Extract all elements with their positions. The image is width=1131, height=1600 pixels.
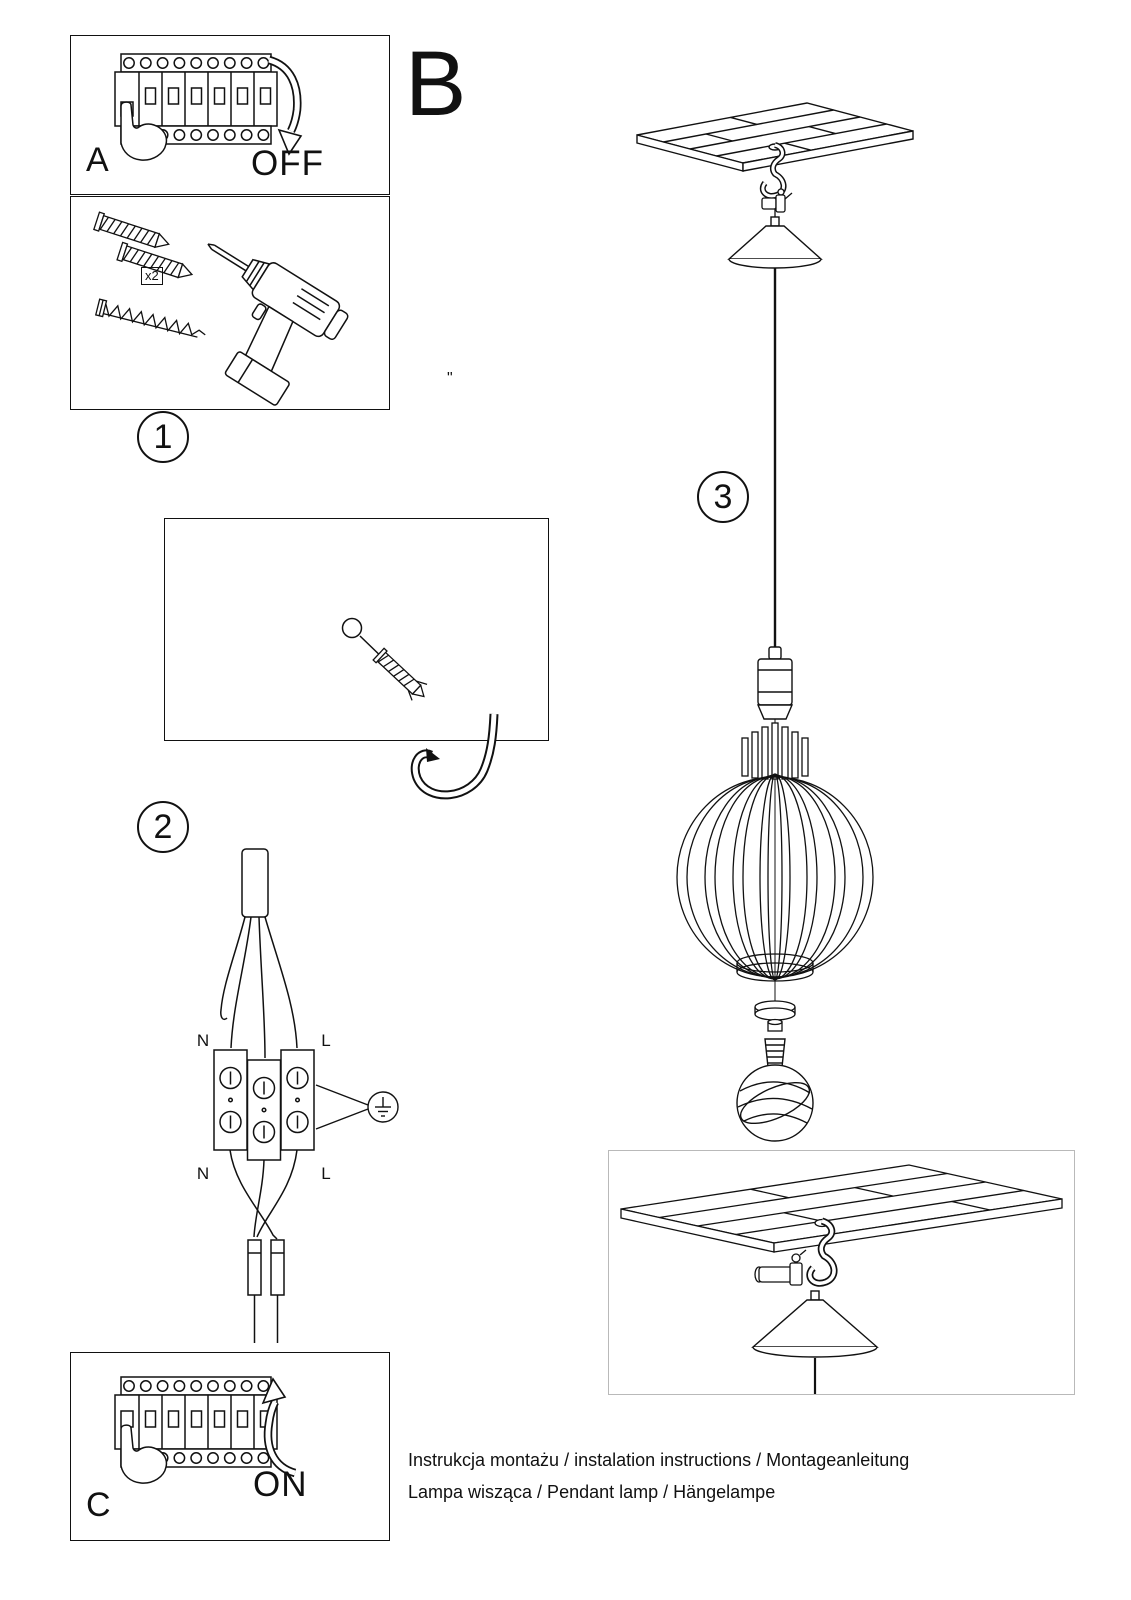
power-on-label: ON: [253, 1465, 308, 1504]
step-1-number: 1: [153, 417, 173, 456]
ceiling-detail-panel: [608, 1150, 1075, 1395]
ceiling-canopy-icon: [727, 216, 823, 269]
step-b-label: B: [405, 33, 467, 135]
cable-icon: [241, 848, 269, 918]
pendant-lamp-exploded-view: [636, 102, 914, 1142]
footer-line-instructions: Instrukcja montażu / instalation instruc…: [408, 1450, 910, 1470]
ceiling-panel-icon: [620, 1164, 1063, 1253]
terminal-block-icon: [213, 1049, 315, 1161]
circuit-breaker-on-illustration: [114, 1376, 278, 1484]
decorative-bulb-icon: [736, 1038, 814, 1142]
step-2-badge: 2: [137, 801, 189, 853]
ceiling-detail-illustration: [620, 1164, 1063, 1394]
wooden-cage-shade-icon: [676, 722, 874, 982]
ground-symbol-icon: [315, 1084, 399, 1130]
step-1-badge: 1: [137, 411, 189, 463]
ceiling-hook-icon: [806, 1217, 838, 1287]
drill-icon: [207, 243, 349, 406]
circuit-breaker-off-illustration: [114, 53, 278, 161]
step-2-number: 2: [153, 807, 173, 846]
wiring-diagram: N L N L: [197, 848, 399, 1343]
arrow-down-icon: [267, 55, 303, 156]
drill-hole-icon: [341, 617, 363, 639]
arrow-up-icon: [261, 1377, 297, 1478]
wall-plug-icon: [93, 211, 170, 249]
line-label-top: L: [321, 1031, 330, 1050]
ceiling-hook-icon: [410, 713, 499, 800]
step-c-label: C: [86, 1486, 111, 1524]
anchor-icon: [372, 647, 428, 701]
ceiling-hook-icon: [759, 142, 787, 199]
ceiling-panel-icon: [636, 102, 914, 172]
wall-plug-icon: [116, 241, 194, 279]
step-c-panel: C ON: [70, 1352, 390, 1541]
tools-illustration: [93, 211, 349, 406]
circuit-breaker: [114, 1376, 278, 1468]
cable-lock-icon: [754, 1249, 807, 1286]
circuit-breaker: [114, 53, 278, 145]
lamp-socket-icon: [756, 646, 794, 720]
line-label-bottom: L: [321, 1164, 330, 1183]
stray-print-mark: ": [447, 370, 453, 387]
tools-panel: x2: [70, 196, 390, 410]
power-off-label: OFF: [251, 144, 324, 183]
hand-icon: [120, 101, 168, 161]
step-a-panel: A OFF: [70, 35, 390, 195]
anchor-count-badge: x2: [141, 267, 163, 285]
footer-line-product: Lampa wisząca / Pendant lamp / Hängelamp…: [408, 1482, 776, 1502]
hook-mounting-illustration: [341, 617, 499, 800]
step-3-number: 3: [713, 477, 733, 516]
neutral-label-bottom: N: [197, 1164, 209, 1183]
hand-icon: [120, 1424, 168, 1484]
screw-icon: [94, 298, 206, 338]
hook-mounting-panel: [164, 518, 549, 741]
ceiling-canopy-icon: [751, 1290, 879, 1394]
neutral-label-top: N: [197, 1031, 209, 1050]
washer-nut-icon: [754, 1000, 796, 1032]
step-a-label: A: [86, 141, 109, 179]
footer-captions: Instrukcja montażu / instalation instruc…: [408, 1444, 909, 1508]
step-3-badge: 3: [697, 471, 749, 523]
